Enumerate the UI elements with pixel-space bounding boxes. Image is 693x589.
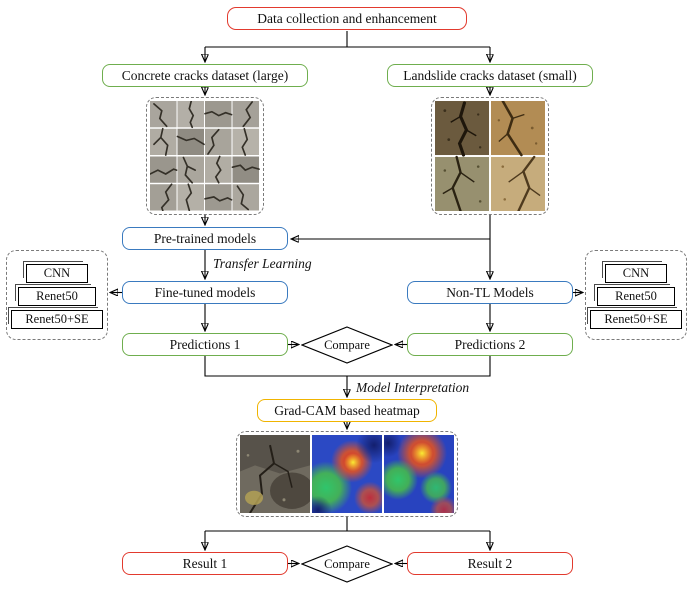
- landslide-crack-grid-image: [435, 101, 545, 211]
- rock-sample-image: [240, 435, 310, 513]
- node-result-1: Result 1: [122, 552, 288, 575]
- node-result-2: Result 2: [407, 552, 573, 575]
- model-interpretation-label: Model Interpretation: [356, 380, 470, 395]
- node-data-collection: Data collection and enhancement: [227, 7, 467, 30]
- compare-diamond-1: Compare: [301, 326, 393, 364]
- node-concrete-dataset: Concrete cracks dataset (large): [102, 64, 308, 87]
- heatmap-image-2: [384, 435, 454, 513]
- left-model-stack: CNN Renet50 Renet50+SE: [6, 250, 108, 340]
- compare-label: Compare: [324, 556, 370, 571]
- heatmap-image-1: [312, 435, 382, 513]
- stack-item-renet50: Renet50: [18, 286, 96, 306]
- node-fine-tuned-models: Fine-tuned models: [122, 281, 288, 304]
- node-landslide-dataset: Landslide cracks dataset (small): [387, 64, 593, 87]
- transfer-learning-label: Transfer Learning: [213, 256, 312, 271]
- right-model-stack: CNN Renet50 Renet50+SE: [585, 250, 687, 340]
- stack-item-renet50: Renet50: [597, 286, 675, 306]
- concrete-crack-grid-image: [150, 101, 260, 211]
- node-predictions-1: Predictions 1: [122, 333, 288, 356]
- stack-item-cnn: CNN: [26, 263, 88, 283]
- compare-label: Compare: [324, 337, 370, 352]
- stack-item-renet50-se: Renet50+SE: [590, 309, 682, 329]
- diamond-shape: [301, 326, 393, 364]
- node-non-tl-models: Non-TL Models: [407, 281, 573, 304]
- gradcam-heatmap-images: [236, 431, 458, 517]
- compare-diamond-2: Compare: [301, 545, 393, 583]
- stack-item-cnn: CNN: [605, 263, 667, 283]
- diamond-shape: [301, 545, 393, 583]
- stack-item-renet50-se: Renet50+SE: [11, 309, 103, 329]
- concrete-crack-images: [146, 97, 264, 215]
- node-pretrained-models: Pre-trained models: [122, 227, 288, 250]
- node-gradcam-heatmap: Grad-CAM based heatmap: [257, 399, 437, 422]
- landslide-crack-images: [431, 97, 549, 215]
- heatmap-row: [240, 435, 454, 513]
- node-predictions-2: Predictions 2: [407, 333, 573, 356]
